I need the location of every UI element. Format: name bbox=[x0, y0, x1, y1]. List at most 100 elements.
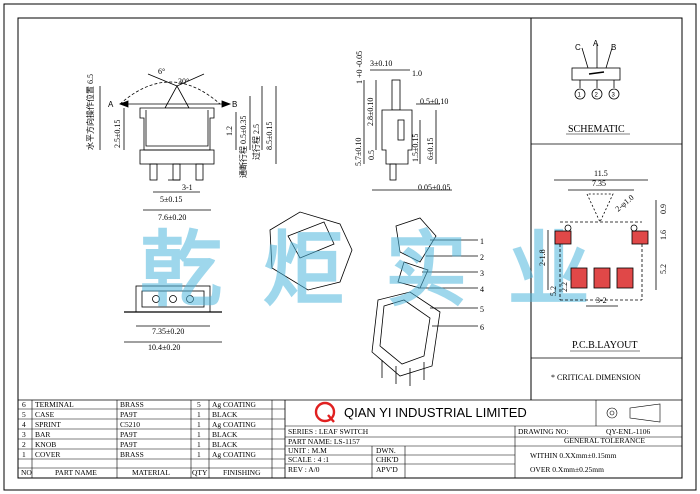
pcb-dim-7-35: 7.35 bbox=[592, 179, 606, 188]
schematic-pin-2: 2 bbox=[595, 93, 599, 99]
dim-8-5: 8.5±0.15 bbox=[265, 122, 274, 150]
title-block bbox=[285, 400, 682, 478]
outer-border bbox=[3, 3, 697, 491]
side-pin bbox=[389, 163, 397, 181]
tolerance-over: OVER 0.Xmm±0.25mm bbox=[530, 465, 604, 474]
side-body bbox=[381, 109, 413, 165]
bom-cell-no: 2 bbox=[22, 440, 26, 449]
schematic-body bbox=[571, 67, 621, 81]
pcb-hole-right bbox=[630, 224, 638, 232]
side-dim-tol: 1 +0 -0.05 bbox=[355, 51, 364, 84]
angle-line-2 bbox=[176, 73, 205, 87]
bom-cell-finishing: BLACK bbox=[212, 440, 238, 449]
pcb-hole-left bbox=[564, 224, 572, 232]
pcb-dim-5-2l: 5.2 bbox=[549, 286, 558, 296]
angle-arc bbox=[119, 81, 221, 105]
chkd-label: CHK'D bbox=[376, 455, 399, 464]
bottom-hole-1 bbox=[152, 295, 160, 303]
bom-cell-material: BRASS bbox=[120, 400, 144, 409]
schematic-title: SCHEMATIC bbox=[568, 124, 625, 135]
bom-cell-finishing: BLACK bbox=[212, 430, 238, 439]
schematic-pin-a: A bbox=[593, 39, 599, 48]
bottom-view-text: 7.35±0.20 10.4±0.20 bbox=[148, 327, 184, 352]
dim-1-2: 1.2 bbox=[225, 126, 234, 136]
bom-header-material: MATERIAL bbox=[132, 468, 170, 477]
pcb-layout bbox=[547, 179, 657, 307]
drawing-no-label: DRAWING NO: bbox=[518, 427, 568, 436]
bom-cell-material: PA9T bbox=[120, 440, 138, 449]
bom-cell-material: PA9T bbox=[120, 410, 138, 419]
bottom-view bbox=[124, 285, 222, 343]
bom-header-no: NO bbox=[21, 468, 32, 477]
switch-base bbox=[139, 149, 215, 165]
title-block-text: QIAN YI INDUSTRIAL LIMITED SERIES : LEAF… bbox=[288, 401, 651, 474]
bottom-hole-2 bbox=[169, 295, 177, 303]
balloon-2: 2 bbox=[480, 253, 484, 262]
switch-body-outline bbox=[139, 107, 215, 151]
pcb-knob-outline bbox=[586, 193, 614, 223]
assembled-switch bbox=[269, 211, 353, 291]
angle-30: 30° bbox=[178, 77, 189, 86]
pcb-pad-2 bbox=[593, 267, 611, 289]
dim-3-1: 3-1 bbox=[182, 183, 193, 192]
bom-cell-name: COVER bbox=[35, 450, 60, 459]
critical-note: * CRITICAL DIMENSION bbox=[551, 373, 641, 382]
side-dim-1-5: 1.5±0.15 bbox=[411, 134, 420, 162]
schematic-pin-3: 3 bbox=[612, 93, 616, 99]
bom-cell-material: PA9T bbox=[120, 430, 138, 439]
bom-cell-name: SPRINT bbox=[35, 420, 61, 429]
bottom-hole-3 bbox=[186, 295, 194, 303]
balloon-labels: 1 2 3 4 5 6 bbox=[480, 237, 484, 332]
pcb-pad-3 bbox=[616, 267, 634, 289]
bom-cell-qty: 1 bbox=[197, 410, 201, 419]
angle-6: 6° bbox=[158, 67, 165, 76]
bom-cell-no: 1 bbox=[22, 450, 26, 459]
balloon-5: 5 bbox=[480, 305, 484, 314]
dim-4-5: 过行程 2.5 bbox=[251, 124, 261, 160]
front-view-text: 6° 30° A B 水平方向操作位置 6.5 2.5±0.15 1.2 通断行… bbox=[85, 67, 274, 222]
bom-cell-name: TERMINAL bbox=[35, 400, 74, 409]
tolerance-title: GENERAL TOLERANCE bbox=[564, 436, 645, 445]
pcb-dim-3-2: 3-2 bbox=[596, 296, 607, 305]
knob-shape bbox=[164, 85, 190, 109]
pcb-dim-11-5: 11.5 bbox=[594, 169, 608, 178]
balloon-6: 6 bbox=[480, 323, 484, 332]
part-name-label: PART NAME: LS-1157 bbox=[288, 437, 360, 446]
pin-right bbox=[195, 163, 204, 181]
switch-body-inner bbox=[145, 110, 209, 147]
bom-cell-finishing: BLACK bbox=[212, 410, 238, 419]
schematic bbox=[571, 44, 621, 100]
part-case-inner bbox=[379, 299, 431, 365]
arrow-b-head bbox=[221, 100, 232, 108]
dim-2-5: 2.5±0.15 bbox=[113, 120, 122, 148]
pcb-title: P.C.B.LAYOUT bbox=[572, 340, 637, 351]
side-dim-2-8: 2.8±0.10 bbox=[366, 98, 375, 126]
bottom-body bbox=[135, 285, 211, 313]
side-view bbox=[363, 69, 452, 191]
bom-cell-qty: 1 bbox=[197, 430, 201, 439]
bom-table bbox=[18, 399, 682, 478]
arrow-b-label: B bbox=[232, 100, 237, 109]
bom-cell-no: 5 bbox=[22, 410, 26, 419]
bom-cell-qty: 1 bbox=[197, 420, 201, 429]
side-dim-flat: 0.05±0.05 bbox=[418, 183, 450, 192]
scale-label: SCALE : 4 :1 bbox=[288, 455, 329, 464]
bom-header: NO PART NAME MATERIAL QTY FINISHING bbox=[21, 468, 261, 477]
left-position-label: 水平方向操作位置 6.5 bbox=[85, 74, 95, 150]
assembled-top bbox=[287, 221, 335, 259]
balloon-3: 3 bbox=[480, 269, 484, 278]
drawing-no: QY-ENL-1106 bbox=[606, 427, 651, 436]
schematic-contact bbox=[588, 71, 605, 75]
bottom-dim-10-4: 10.4±0.20 bbox=[148, 343, 180, 352]
arrow-a-label: A bbox=[108, 100, 114, 109]
rev-label: REV : A/0 bbox=[288, 465, 320, 474]
apvd-label: APV'D bbox=[376, 465, 398, 474]
angle-line-1 bbox=[147, 73, 178, 87]
bom-cell-name: BAR bbox=[35, 430, 50, 439]
side-view-text: 3±0.10 1.0 1 +0 -0.05 2.8±0.10 5.7±0.10 … bbox=[354, 51, 450, 192]
dwn-label: DWN. bbox=[376, 446, 396, 455]
side-dim-3: 3±0.10 bbox=[370, 59, 392, 68]
bottom-dim-7-35: 7.35±0.20 bbox=[152, 327, 184, 336]
bom-cell-material: C5210 bbox=[120, 420, 140, 429]
